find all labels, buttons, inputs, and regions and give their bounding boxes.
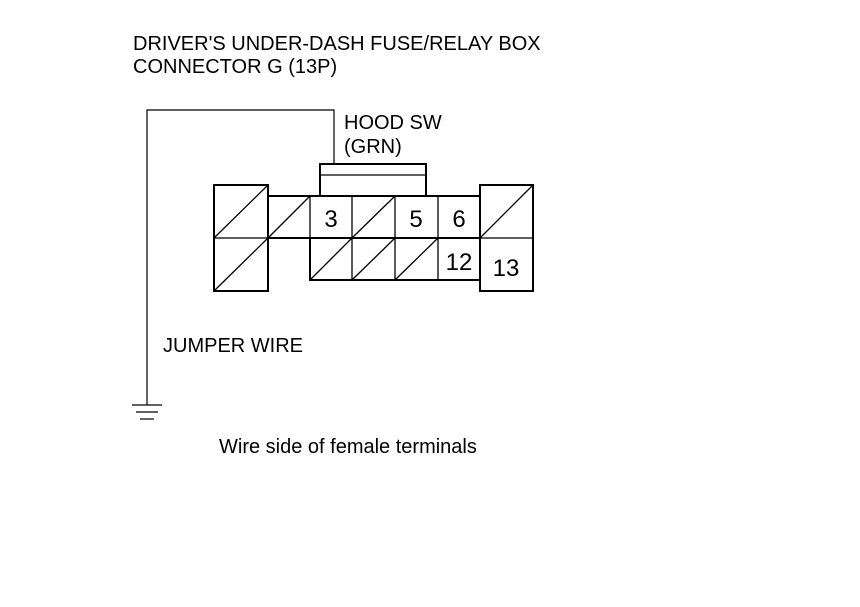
hood-switch-color: (GRN) [344,136,402,158]
connector-g-13p: 3 5 6 12 13 [213,163,534,292]
jumper-wire [146,109,335,398]
terminal-3-label: 3 [324,206,337,233]
view-caption: Wire side of female terminals [219,436,477,458]
terminal-13-label: 13 [493,255,520,282]
terminal-5-label: 5 [409,206,422,233]
ground-symbol-icon [132,398,162,420]
terminal-6-label: 6 [452,206,465,233]
connector-lock-tab [319,163,427,197]
title-line-2: CONNECTOR G (13P) [133,56,337,78]
jumper-wire-label: JUMPER WIRE [163,335,303,357]
title-line-1: DRIVER'S UNDER-DASH FUSE/RELAY BOX [133,33,541,55]
terminal-12-label: 12 [446,249,473,276]
hood-switch-label: HOOD SW [344,112,442,134]
